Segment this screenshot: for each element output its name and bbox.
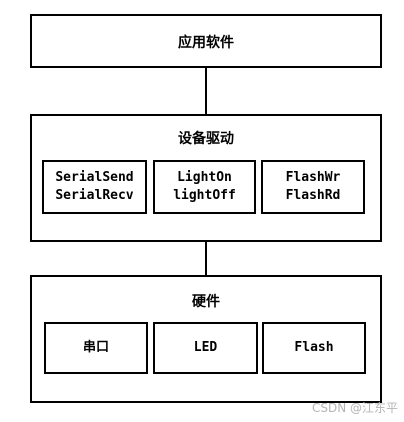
hardware-layer-box: 硬件 串口 LED Flash [30, 275, 382, 403]
app-layer-box: 应用软件 [30, 14, 382, 68]
driver-module-serial: SerialSend SerialRecv [42, 160, 147, 214]
watermark-text: CSDN @江东平 [311, 401, 398, 415]
hardware-module-flash-label: Flash [294, 340, 334, 355]
connector-driver-hardware [205, 242, 207, 275]
app-layer-label: 应用软件 [178, 35, 234, 51]
driver-module-light: LightOn lightOff [153, 160, 256, 214]
hardware-layer-label: 硬件 [192, 294, 220, 310]
hardware-module-led-label: LED [193, 340, 218, 355]
driver-layer-box: 设备驱动 SerialSend SerialRecv LightOn light… [30, 114, 382, 242]
driver-module-flash-line2: FlashRd [285, 188, 341, 203]
driver-layer-label: 设备驱动 [178, 131, 234, 147]
driver-module-light-line2: lightOff [173, 188, 236, 203]
driver-module-serial-line2: SerialRecv [55, 188, 134, 203]
hardware-module-led: LED [153, 322, 258, 374]
driver-module-light-line1: LightOn [177, 170, 232, 185]
hardware-module-serial-port: 串口 [44, 322, 148, 374]
driver-module-flash: FlashWr FlashRd [261, 160, 365, 214]
connector-app-driver [205, 68, 207, 114]
hardware-module-flash: Flash [262, 322, 366, 374]
driver-module-flash-line1: FlashWr [285, 170, 341, 185]
hardware-module-serial-port-label: 串口 [82, 340, 109, 355]
driver-module-serial-line1: SerialSend [55, 170, 134, 185]
